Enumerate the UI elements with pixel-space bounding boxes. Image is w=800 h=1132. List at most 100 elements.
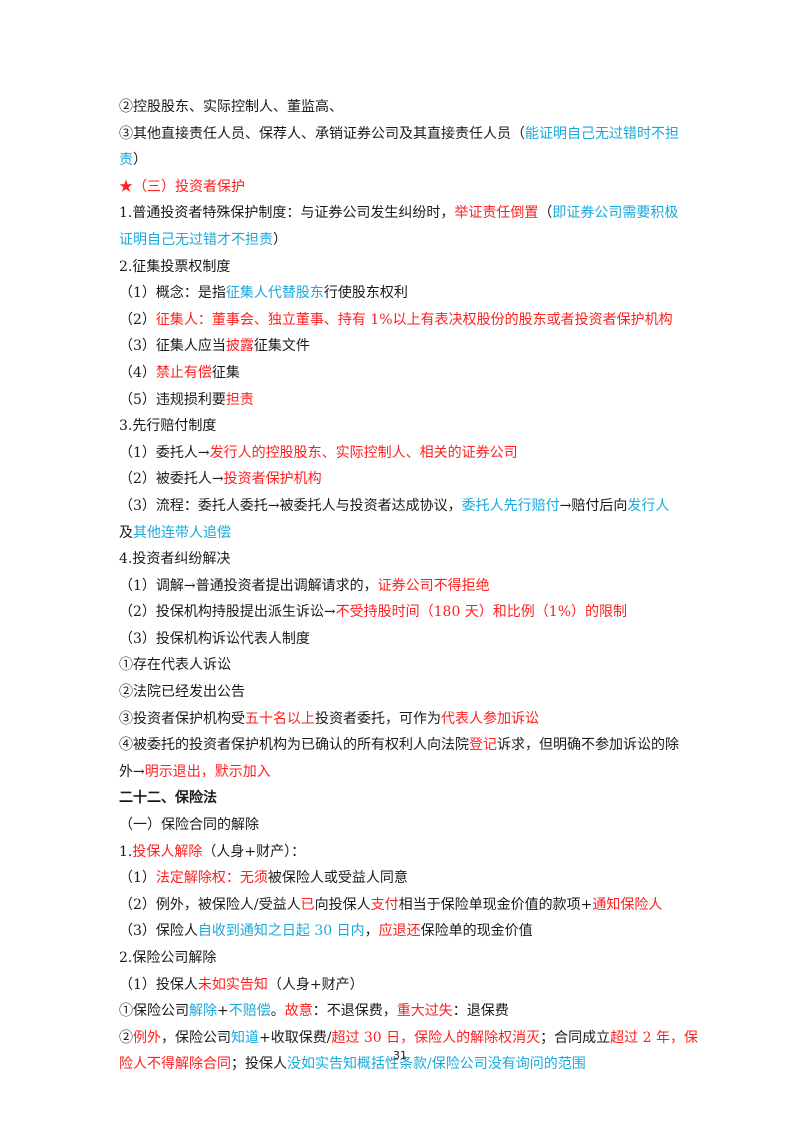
text-segment: 二十二、保险法 (119, 790, 217, 807)
item-2-1-a: ①保险公司解除+不赔偿。故意：不退保费，重大过失：退保费 (119, 998, 689, 1025)
text-segment: ；投保人 (231, 1056, 287, 1073)
item-2-2-solicitor: （2）征集人：董事会、独立董事、持有 1%以上有表决权股份的股东或者投资者保护机… (119, 307, 689, 334)
text-segment: ） (133, 152, 147, 169)
text-segment: ①存在代表人诉讼 (119, 657, 231, 674)
item-3-advance-compensation: 3.先行赔付制度 (119, 413, 689, 440)
text-segment: 2.保险公司解除 (119, 950, 217, 966)
text-segment: 3.先行赔付制度 (119, 418, 217, 435)
item-4-2-derivative-suit: （2）投保机构持股提出派生诉讼→不受持股时间（180 天）和比例（1%）的限制 (119, 599, 689, 626)
text-segment: （一）保险合同的解除 (119, 817, 259, 834)
text-segment: ②控股股东、实际控制人、董监高、 (119, 99, 343, 115)
item-4-3-representative: （3）投保机构诉讼代表人制度 (119, 626, 689, 653)
text-segment: 证明自己无过错才不担责 (119, 231, 273, 248)
text-segment: 委托人先行赔付 (461, 497, 560, 514)
item-3-3-process: （3）流程：委托人委托→被委托人与投资者达成协议，委托人先行赔付→赔付后向发行人 (119, 493, 689, 520)
text-segment: 登记 (469, 737, 497, 754)
item-4-3-a: ①存在代表人诉讼 (119, 652, 689, 679)
text-segment: ③投资者保护机构受 (119, 710, 245, 727)
text-segment: ，保险公司 (161, 1029, 231, 1046)
text-segment: 知道 (231, 1029, 259, 1046)
text-segment: 披露 (225, 338, 254, 355)
item-2-5-liability: （5）违规损利要担责 (119, 387, 689, 414)
text-segment: 险人不得解除合同 (119, 1056, 231, 1073)
text-segment: （1） (119, 870, 156, 887)
item-2-1-non-disclosure: （1）投保人未如实告知（人身+财产） (119, 972, 689, 999)
item-2-1-concept: （1）概念：是指征集人代替股东行使股东权利 (119, 280, 689, 307)
text-segment: 诉求，但明确不参加诉讼的除 (497, 737, 679, 754)
text-segment: 通知保险人 (592, 896, 663, 913)
text-segment: +收取保费/ (259, 1029, 332, 1046)
item-3-3-cont: 及其他连带人追偿 (119, 520, 689, 547)
text-segment: + (217, 1003, 229, 1020)
text-segment: （2） (119, 311, 156, 328)
text-segment: ④被委托的投资者保护机构为已确认的所有权利人向法院 (119, 737, 469, 754)
document-page: ②控股股东、实际控制人、董监高、 ③其他直接责任人员、保荐人、承销证券公司及其直接… (119, 94, 698, 1078)
text-segment: 故意 (284, 1003, 313, 1020)
text-segment: （5）违规损利要 (119, 391, 226, 408)
text-segment: （人身+财产）： (202, 843, 306, 860)
text-segment: 征集人代替股东 (225, 285, 324, 302)
item-1-3-refund: （3）保险人自收到通知之日起 30 日内，应退还保险单的现金价值 (119, 918, 689, 945)
item-2-1-b: ②例外，保险公司知道+收取保费/超过 30 日，保险人的解除权消灭；合同成立超过… (119, 1025, 698, 1052)
text-segment: 投资者委托，可作为 (315, 710, 441, 727)
text-segment: 向投保人 (314, 896, 371, 913)
text-segment: 。 (270, 1003, 285, 1020)
text-segment: ①保险公司 (119, 1003, 189, 1020)
text-segment: 禁止有偿 (155, 364, 212, 381)
item-1-cont: 证明自己无过错才不担责） (119, 227, 689, 254)
text-segment: 能证明自己无过错时不担 (525, 125, 679, 142)
text-segment: 投资者保护机构 (223, 471, 322, 488)
text-segment: （3）投保机构诉讼代表人制度 (119, 630, 310, 647)
text-segment: 其他连带人追偿 (133, 524, 231, 541)
section-1-contract-termination: （一）保险合同的解除 (119, 812, 689, 839)
text-segment: 投保人解除 (132, 843, 203, 860)
text-segment: （1）调解→普通投资者提出调解请求的， (119, 577, 378, 594)
text-segment: 证券公司不得拒绝 (377, 577, 490, 594)
text-segment: 1.普通投资者特殊保护制度：与证券公司发生纠纷时， (119, 205, 455, 222)
item-1-2-exception: （2）例外，被保险人/受益人已向投保人支付相当于保险单现金价值的款项+通知保险人 (119, 892, 689, 919)
text-segment: 征集人 (155, 311, 198, 328)
text-segment: 支付 (370, 896, 399, 913)
text-segment: 行使股东权利 (323, 285, 408, 302)
text-segment: （2）投保机构持股提出派生诉讼→ (119, 604, 336, 621)
text-segment: 自收到通知之日起 30 日内 (197, 923, 365, 940)
item-4-1-mediation: （1）调解→普通投资者提出调解请求的，证券公司不得拒绝 (119, 573, 689, 600)
text-segment: ② (119, 1029, 133, 1046)
text-segment: 2.征集投票权制度 (119, 258, 231, 275)
item-4-3-d-cont: 外→明示退出，默示加入 (119, 759, 689, 786)
text-segment: ③其他直接责任人员、保荐人、承销证券公司及其直接责任人员（ (119, 125, 525, 142)
text-segment: 超过 2 年，保 (610, 1029, 698, 1046)
text-segment: ：不退保费， (312, 1003, 397, 1020)
text-segment: （2）被委托人→ (119, 471, 224, 488)
text-segment: 重大过失 (396, 1003, 453, 1020)
text-segment: （3）流程：委托人委托→被委托人与投资者达成协议， (119, 497, 462, 514)
text-segment: （4） (119, 364, 156, 381)
item-circle-2-controller: ②控股股东、实际控制人、董监高、 (119, 94, 689, 121)
text-segment: 发行人 (627, 497, 670, 514)
text-segment: ， (364, 923, 379, 940)
text-segment: 责 (119, 152, 133, 169)
text-segment: ；合同成立 (540, 1029, 611, 1046)
item-1-special-protection: 1.普通投资者特殊保护制度：与证券公司发生纠纷时，举证责任倒置（即证券公司需要积… (119, 200, 689, 227)
text-segment: 保险单的现金价值 (420, 923, 533, 940)
text-segment: ） (273, 231, 287, 248)
text-segment: 法定解除权：无须 (155, 870, 268, 887)
text-segment: （1）概念：是指 (119, 285, 226, 302)
text-segment: （1）委托人→ (119, 444, 210, 461)
item-2-3-disclose: （3）征集人应当披露征集文件 (119, 333, 689, 360)
text-segment: ★（三）投资者保护 (119, 178, 245, 195)
text-segment: ：退保费 (452, 1003, 509, 1020)
item-2-1-b-cont: 险人不得解除合同；投保人没如实告知概括性条款/保险公司没有询问的范围 (119, 1051, 689, 1078)
chapter-22-insurance-law-heading: 二十二、保险法 (119, 785, 689, 812)
item-circle-3-other-responsible: ③其他直接责任人员、保荐人、承销证券公司及其直接责任人员（能证明自己无过错时不担 (119, 121, 689, 148)
text-segment: 五十名以上 (245, 710, 315, 727)
text-segment: 相当于保险单现金价值的款项+ (398, 896, 593, 913)
item-2-proxy-voting: 2.征集投票权制度 (119, 254, 689, 281)
section-investor-protection-heading: ★（三）投资者保护 (119, 174, 689, 201)
text-segment: 应退还 (378, 923, 421, 940)
text-segment: （人身+财产） (267, 976, 364, 993)
item-2-insurer-termination: 2.保险公司解除 (119, 945, 689, 972)
item-4-3-d: ④被委托的投资者保护机构为已确认的所有权利人向法院登记诉求，但明确不参加诉讼的除 (119, 732, 689, 759)
text-segment: （1）投保人 (119, 976, 198, 993)
text-segment: 明示退出，默示加入 (144, 763, 271, 780)
